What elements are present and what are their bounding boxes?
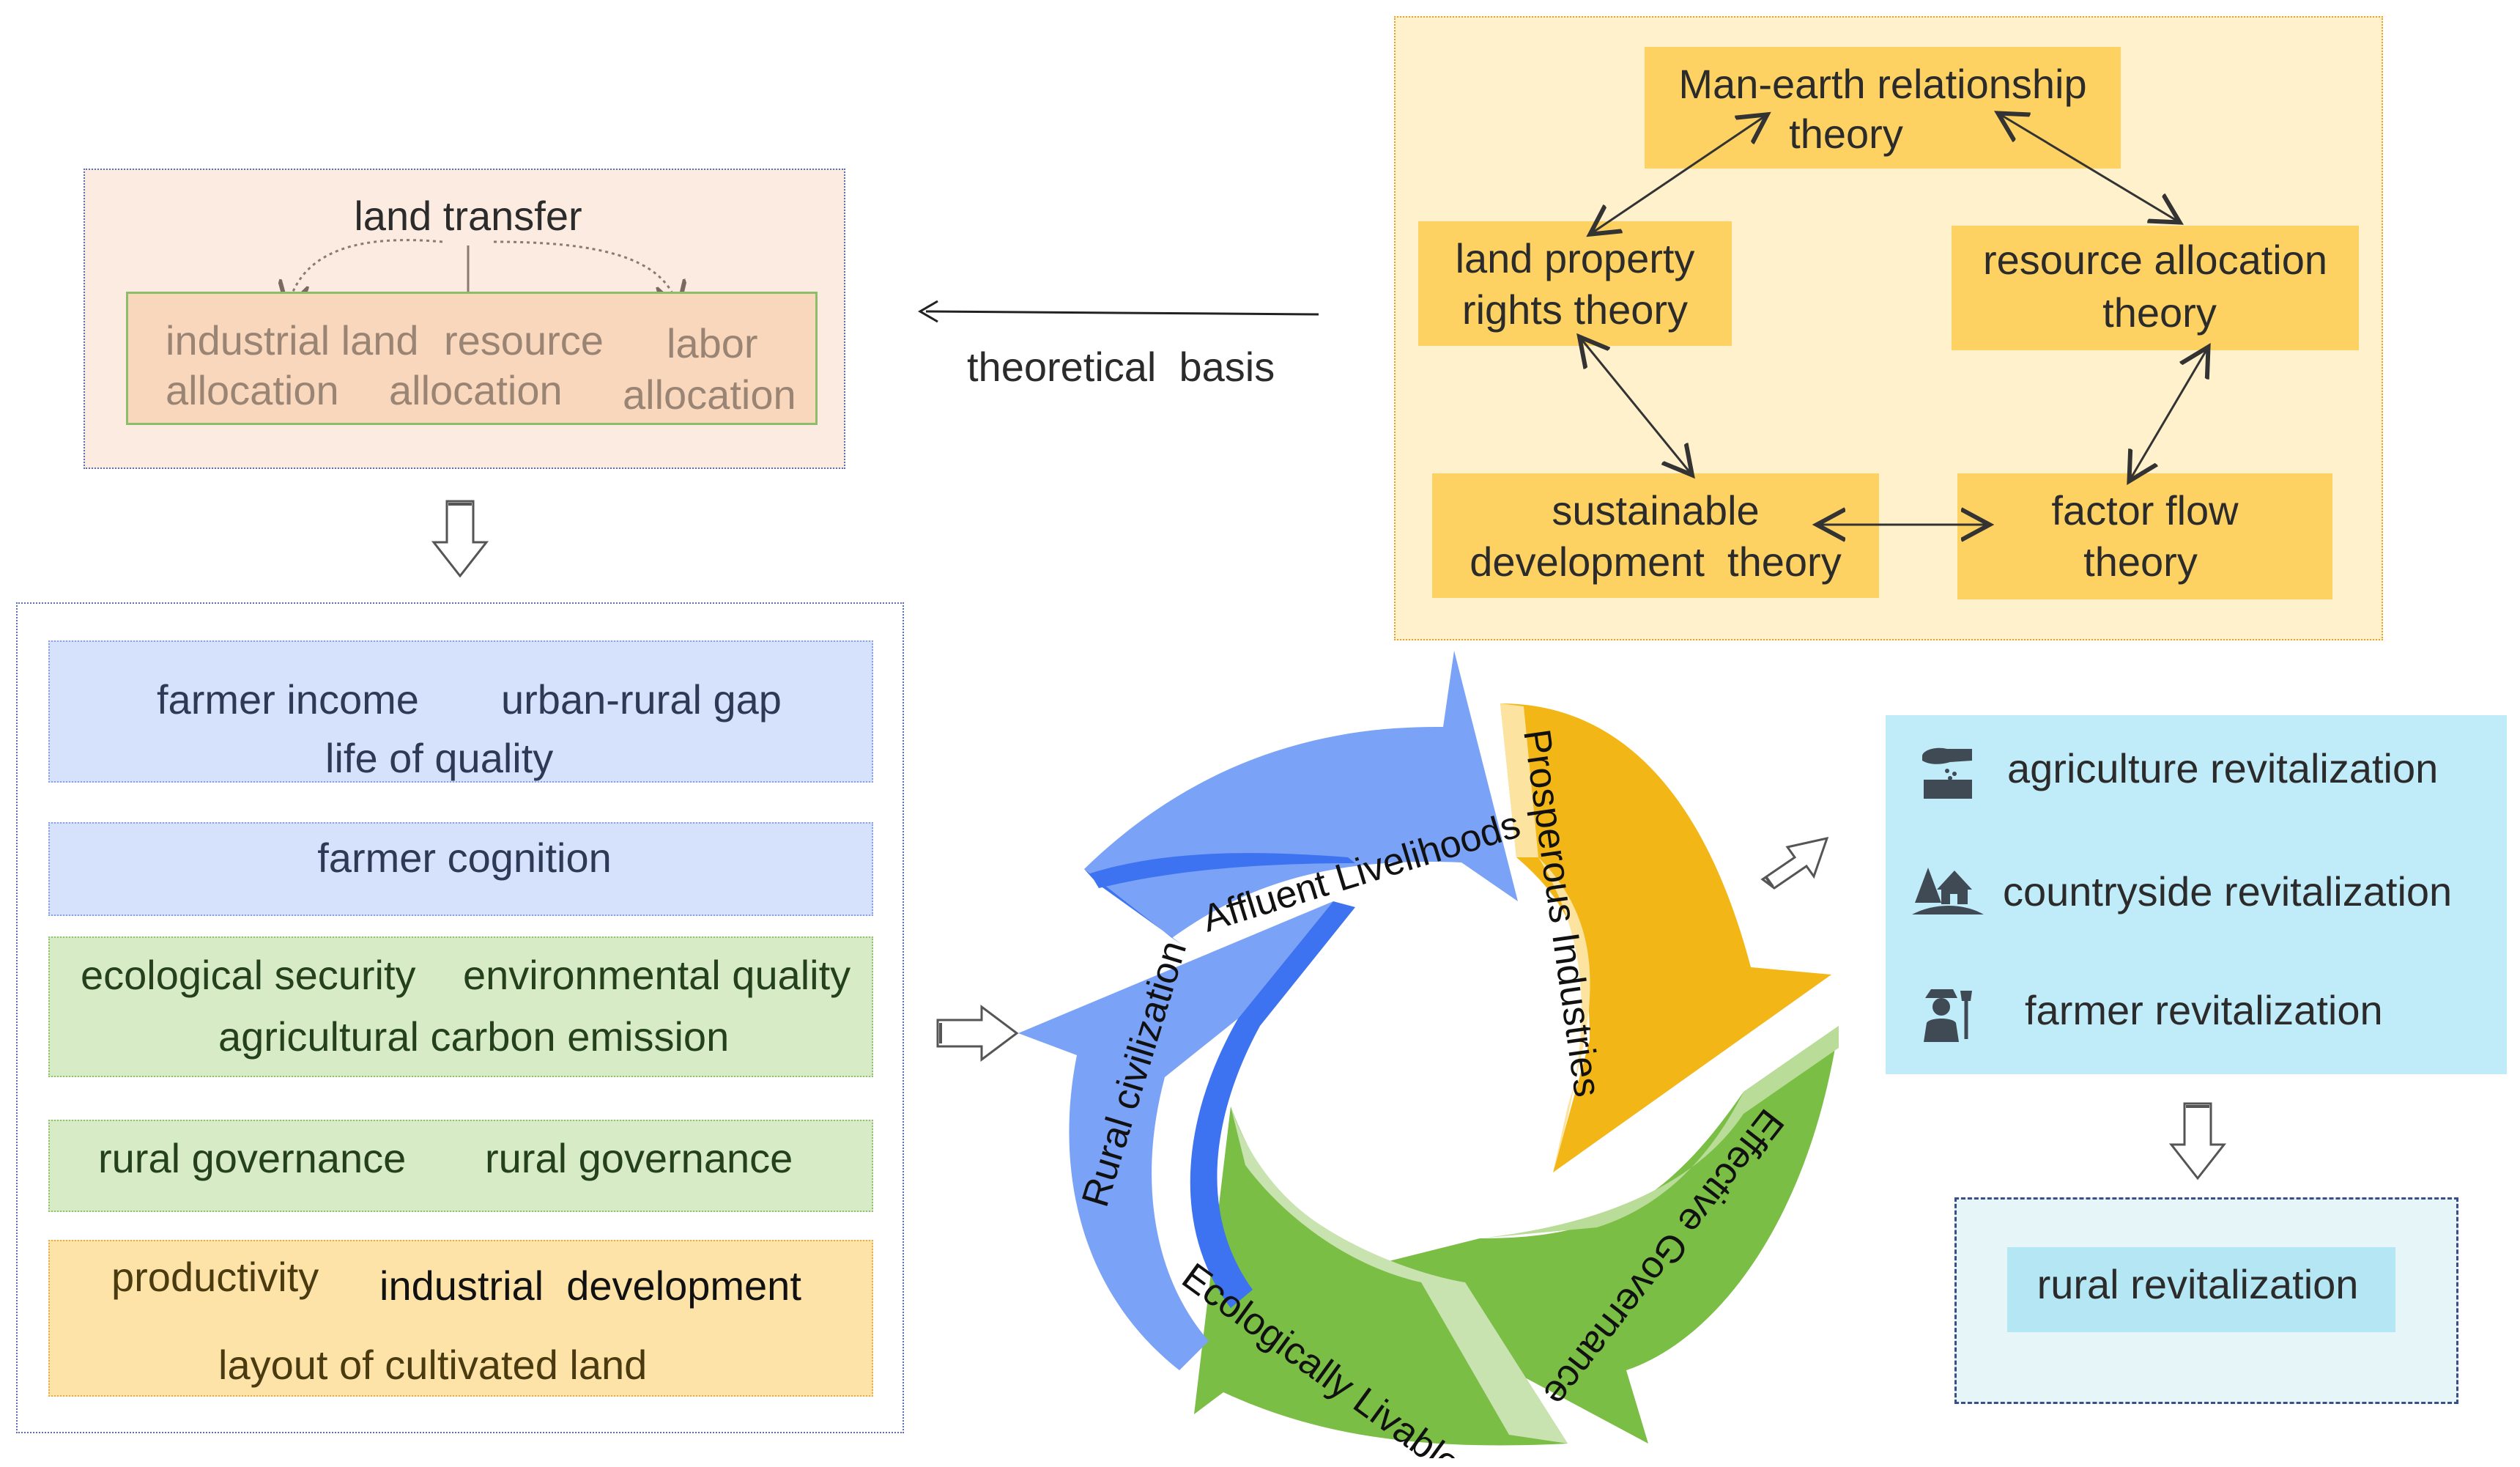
land-property-theory-line2: rights theory [1461, 287, 1689, 333]
resource-allocation-theory-box [1952, 226, 2359, 350]
industrial-allocation-line1: industrial land [166, 317, 419, 363]
effects-band-1 [48, 640, 873, 783]
farmer-cognition-label: farmer cognition [317, 835, 612, 881]
down-arrow-1 [431, 500, 489, 578]
arrow-man-earth-land-property [1592, 116, 1765, 233]
sustainable-theory-line1: sustainable [1552, 487, 1760, 533]
environmental-quality-label: environmental quality [463, 952, 851, 998]
village-icon [1912, 857, 1984, 917]
arrow-land-property-sustainable [1581, 339, 1691, 473]
agricultural-carbon-label: agricultural carbon emission [218, 1013, 730, 1060]
arrow-man-earth-resource [2000, 114, 2178, 221]
resource-allocation-theory-line1: resource allocation [1982, 237, 2328, 283]
urban-rural-gap-label: urban-rural gap [501, 676, 782, 723]
man-earth-theory-line1: Man-earth relationship [1678, 61, 2087, 107]
resource-allocation-line2: allocation [389, 367, 563, 413]
revitalization-panel [1886, 715, 2507, 1074]
farmer-icon [1918, 982, 1979, 1043]
revitalization-cycle: Affluent Livelihoods Prosperous Industri… [1018, 651, 1839, 1458]
allocation-box [126, 292, 818, 425]
right-arrow-2 [1760, 836, 1829, 890]
productivity-label: productivity [111, 1254, 319, 1300]
labor-allocation-line2: allocation [623, 372, 796, 418]
hand-seed-icon [1918, 736, 1979, 803]
farmer-revitalization-label: farmer revitalization [2025, 987, 2383, 1033]
farmer-income-label: farmer income [157, 676, 419, 723]
effects-band-5 [48, 1240, 873, 1397]
cycle-edge-effective [1480, 1026, 1839, 1238]
arrow-to-labor [493, 240, 677, 304]
land-property-theory-line1: land property [1455, 235, 1695, 281]
theoretical-basis-label: theoretical basis [967, 344, 1275, 390]
rural-governance-label-2: rural governance [485, 1135, 793, 1181]
right-arrow-1 [936, 1005, 1019, 1062]
industrial-allocation-line2: allocation [166, 367, 339, 413]
man-earth-theory-line2: theory [1789, 111, 1903, 157]
cycle-edge-affluent-bottom [1090, 853, 1355, 888]
factor-flow-theory-line2: theory [2083, 539, 2198, 585]
layout-cultivated-land-label: layout of cultivated land [218, 1342, 648, 1388]
sustainable-theory-line2: development theory [1470, 539, 1842, 585]
land-transfer-title: land transfer [354, 193, 582, 239]
cycle-segment-prosperous [1500, 703, 1831, 1172]
labor-allocation-line1: labor [667, 320, 758, 366]
rural-revitalization-box [2007, 1247, 2395, 1332]
rural-revitalization-label: rural revitalization [2037, 1261, 2359, 1307]
sustainable-theory-box [1432, 473, 1879, 598]
countryside-revitalization-label: countryside revitalization [2003, 868, 2453, 914]
effects-band-3 [48, 936, 873, 1077]
effects-band-2 [48, 822, 873, 916]
cycle-edge-rural [1190, 901, 1355, 1308]
down-arrow-2 [2168, 1102, 2227, 1180]
cycle-edge-prosperous-2 [1538, 857, 1590, 1172]
cycle-segment-rural [1018, 901, 1333, 1370]
industrial-development-label: industrial development [379, 1263, 801, 1309]
cycle-edge-ecological [1231, 1106, 1568, 1444]
factor-flow-theory-box [1957, 473, 2332, 599]
resource-allocation-line1: resource [444, 317, 604, 363]
land-property-theory-box [1418, 221, 1732, 346]
arrow-resource-factor-flow [2130, 349, 2207, 479]
ecological-security-label: ecological security [81, 952, 416, 998]
theory-arrows [1394, 16, 2383, 640]
effects-band-4 [48, 1120, 873, 1212]
agriculture-revitalization-label: agriculture revitalization [2007, 745, 2439, 791]
theoretical-basis-arrow [918, 300, 1319, 323]
rural-governance-label-1: rural governance [98, 1135, 407, 1181]
life-of-quality-label: life of quality [325, 735, 554, 781]
factor-flow-theory-line1: factor flow [2051, 487, 2239, 533]
resource-allocation-theory-line2: theory [2102, 289, 2217, 336]
cycle-edge-prosperous [1500, 703, 1538, 857]
arrow-to-industrial [289, 239, 443, 304]
